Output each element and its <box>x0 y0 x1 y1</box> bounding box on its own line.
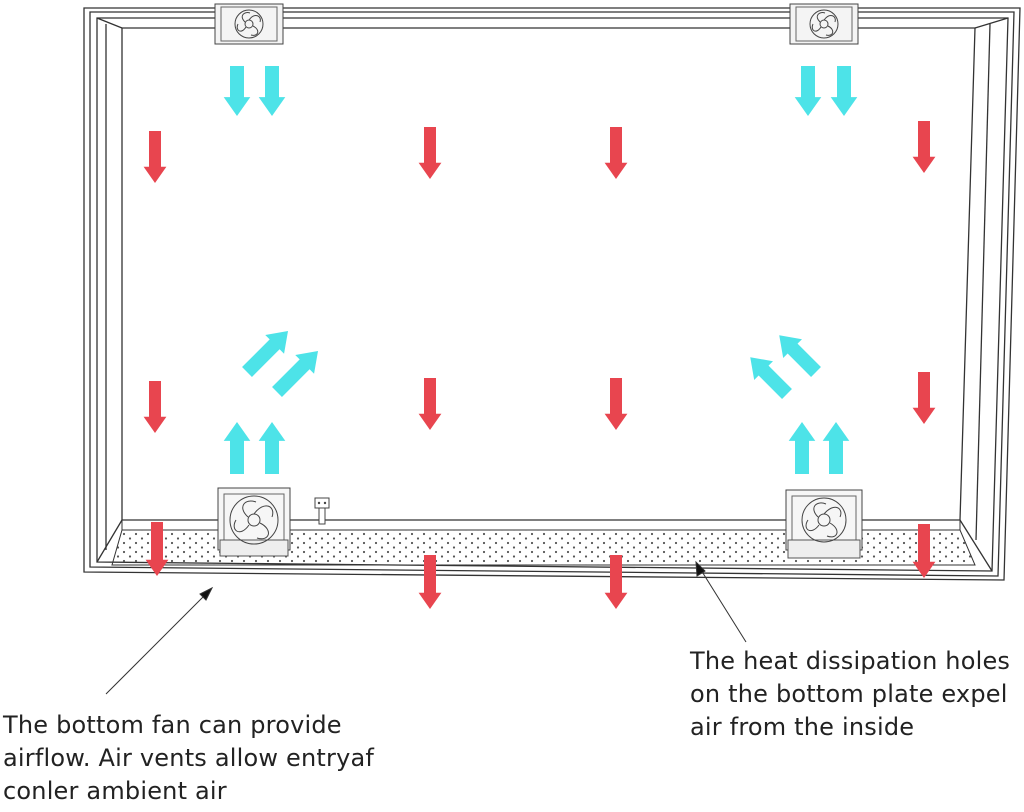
hot-air-arrow-17 <box>418 378 442 430</box>
hot-air-arrow-21 <box>418 555 442 609</box>
annotation-right-line-2: on the bottom plate expel <box>690 680 1008 708</box>
hot-air-arrow-13 <box>418 127 442 179</box>
cool-air-arrow-11 <box>779 335 821 377</box>
bottom-vent-plate <box>111 520 976 566</box>
hot-air-arrow-12 <box>143 131 167 183</box>
fan-bottom-right <box>785 489 863 559</box>
fan-bottom-left <box>217 487 291 557</box>
fan-top-left <box>214 3 284 45</box>
annotation-left-line-3: conler ambient air <box>3 777 227 805</box>
leader-arrowhead-right <box>695 560 706 577</box>
hot-air-arrow-20 <box>145 522 169 576</box>
hot-air-arrow-18 <box>604 378 628 430</box>
cool-air-arrow-5 <box>258 422 286 474</box>
annotation-right: The heat dissipation holes on the bottom… <box>690 645 1010 744</box>
annotation-left: The bottom fan can provide airflow. Air … <box>3 709 374 808</box>
cool-air-arrow-7 <box>822 422 850 474</box>
cool-air-arrow-9 <box>272 350 319 397</box>
hot-air-arrow-23 <box>912 524 936 578</box>
fan-icon <box>789 3 859 45</box>
leader-lines <box>105 560 747 695</box>
annotation-left-line-1: The bottom fan can provide <box>3 711 342 739</box>
hot-air-arrow-19 <box>912 372 936 424</box>
fan-icon <box>785 489 863 559</box>
cool-air-arrow-8 <box>242 330 289 377</box>
cool-air-arrow-3 <box>830 66 858 116</box>
cool-air-arrow-0 <box>223 66 251 116</box>
airflow-arrows <box>143 66 936 609</box>
cool-air-arrow-1 <box>258 66 286 116</box>
cool-air-arrow-10 <box>750 357 792 399</box>
annotation-right-line-1: The heat dissipation holes <box>690 647 1011 675</box>
fan-top-right <box>789 3 859 45</box>
enclosure-frame <box>83 7 1021 581</box>
hot-air-arrow-14 <box>604 127 628 179</box>
hot-air-arrow-15 <box>912 121 936 173</box>
hot-air-arrow-22 <box>604 555 628 609</box>
fan-icon <box>214 3 284 45</box>
annotation-left-line-2: airflow. Air vents allow entryaf <box>3 744 375 772</box>
leader-line-left <box>105 595 205 695</box>
fan-icon <box>217 487 291 557</box>
cool-air-arrow-4 <box>223 422 251 474</box>
cool-air-arrow-6 <box>788 422 816 474</box>
leader-line-right <box>700 569 747 643</box>
annotation-right-line-3: air from the inside <box>690 713 915 741</box>
hot-air-arrow-16 <box>143 381 167 433</box>
plug-icon <box>314 497 330 525</box>
cool-air-arrow-2 <box>794 66 822 116</box>
leader-arrowhead-left <box>199 586 214 601</box>
